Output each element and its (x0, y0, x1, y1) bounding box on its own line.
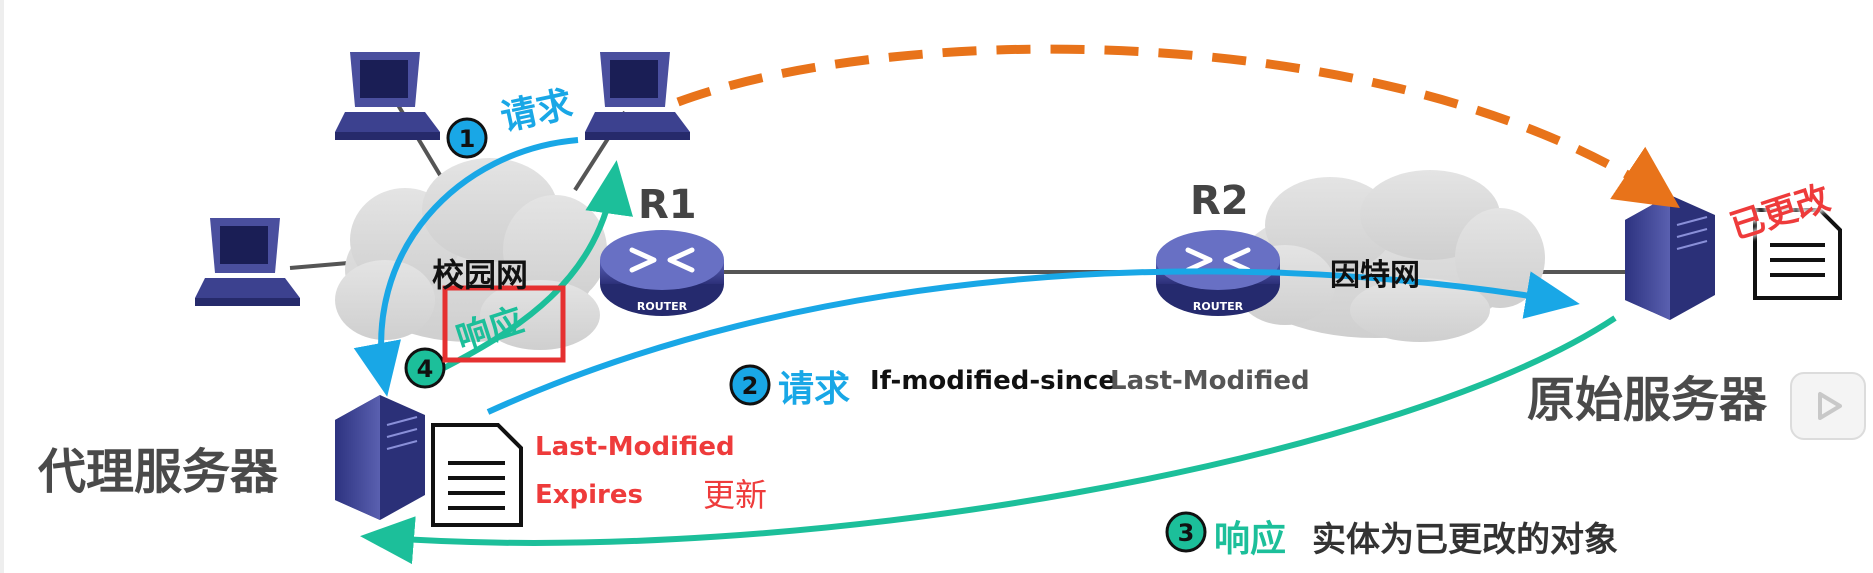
svg-text:4: 4 (417, 355, 434, 383)
step2-label: 请求 (778, 369, 851, 410)
proxy-server-label: 代理服务器 (38, 444, 279, 500)
internet-label: 因特网 (1330, 258, 1420, 293)
doc-expires-label: Expires (535, 480, 643, 510)
origin-server-icon (1625, 195, 1715, 320)
svg-text:1: 1 (459, 125, 476, 153)
step1-badge: 1 (446, 117, 488, 159)
arrow-step1-request (353, 137, 579, 397)
internet-cloud-icon (1235, 170, 1545, 342)
origin-server-label: 原始服务器 (1527, 372, 1768, 428)
arrow-step4-response (428, 160, 633, 378)
campus-net-label: 校园网 (432, 256, 529, 294)
r1-label: R1 (638, 182, 697, 228)
r2-label: R2 (1190, 178, 1249, 224)
computer-icon (195, 218, 300, 306)
arrow-step3-response (360, 315, 1617, 565)
step4-badge: 4 (404, 347, 446, 389)
svg-text:2: 2 (742, 372, 759, 400)
doc-last-modified-label: Last-Modified (535, 432, 735, 462)
play-button[interactable] (1790, 372, 1866, 440)
router-icon-r1: ROUTER (600, 230, 724, 316)
left-edge-bar (0, 0, 4, 573)
play-icon (1818, 392, 1842, 420)
svg-text:3: 3 (1178, 519, 1195, 547)
computer-icon (585, 52, 690, 140)
step3-badge: 3 (1165, 511, 1207, 553)
campus-cloud-icon (335, 158, 607, 350)
step2-header-last-modified: Last-Modified (1110, 366, 1310, 396)
step2-header-if-modified-since: If-modified-since (870, 366, 1117, 396)
computer-icon (335, 52, 440, 140)
update-label: 更新 (703, 476, 768, 514)
proxy-server-icon (335, 395, 425, 520)
router-label: ROUTER (637, 300, 688, 313)
step3-label: 响应 (1214, 519, 1287, 560)
arrow-step2-request (486, 268, 1580, 415)
step2-badge: 2 (729, 364, 771, 406)
router-icon-r2: ROUTER (1156, 230, 1280, 316)
document-icon-origin (1753, 208, 1842, 300)
router-label: ROUTER (1193, 300, 1244, 313)
arrow-orange-dashed (676, 44, 1680, 209)
document-icon-proxy (431, 423, 523, 527)
response-highlight-box (442, 285, 566, 363)
step3-detail: 实体为已更改的对象 (1312, 520, 1618, 560)
